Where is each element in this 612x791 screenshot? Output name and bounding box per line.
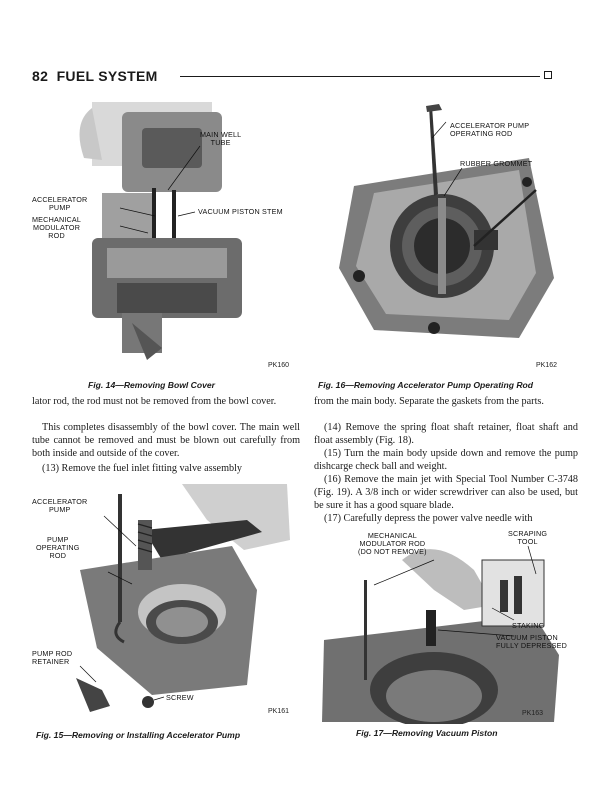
label-vacuum-piston: VACUUM PISTON FULLY DEPRESSED [496, 633, 568, 650]
figure-17: MECHANICAL MODULATOR ROD (DO NOT REMOVE)… [314, 530, 576, 724]
figure-code: PK161 [268, 708, 290, 715]
label-mechanical-modulator-rod: MECHANICAL MODULATOR ROD [32, 215, 82, 240]
page-number: 82 [32, 68, 49, 84]
figure-15-caption: Fig. 15—Removing or Installing Accelerat… [36, 730, 241, 740]
label-accelerator-pump: ACCELERATOR PUMP [32, 195, 88, 212]
page-header: 82 FUEL SYSTEM [32, 68, 552, 84]
label-screw: SCREW [166, 693, 194, 702]
paragraph: (17) Carefully depress the power valve n… [324, 513, 533, 524]
paragraph: (16) Remove the main jet with Special To… [314, 474, 578, 511]
label-accelerator-pump-operating-rod: ACCELERATOR PUMP OPERATING ROD [450, 121, 530, 138]
figure-code: PK160 [268, 362, 290, 369]
figure-16-caption: Fig. 16—Removing Accelerator Pump Operat… [318, 380, 534, 390]
paragraph: (13) Remove the fuel inlet fitting valve… [42, 463, 243, 474]
label-vacuum-piston-stem: VACUUM PISTON STEM [198, 207, 283, 216]
label-main-well-tube: MAIN WELL TUBE [200, 130, 242, 147]
paragraph: lator rod, the rod must not be removed f… [32, 396, 277, 407]
figure-17-caption: Fig. 17—Removing Vacuum Piston [356, 728, 498, 738]
header-box [544, 71, 552, 79]
label-pump-rod-retainer: PUMP ROD RETAINER [32, 649, 73, 666]
figure-code: PK162 [536, 362, 558, 369]
figure-14-caption: Fig. 14—Removing Bowl Cover [88, 380, 216, 390]
figure-15: ACCELERATOR PUMP PUMP OPERATING ROD PUMP… [32, 480, 294, 724]
figure-16: ACCELERATOR PUMP OPERATING ROD RUBBER GR… [314, 98, 576, 376]
paragraph: (14) Remove the spring float shaft retai… [314, 422, 578, 446]
label-accelerator-pump: ACCELERATOR PUMP [32, 497, 88, 514]
label-scraping-tool: SCRAPING TOOL [508, 529, 548, 546]
label-pump-operating-rod: PUMP OPERATING ROD [36, 535, 80, 560]
label-rubber-grommet: RUBBER GROMMET [460, 159, 533, 168]
section-title: FUEL SYSTEM [56, 68, 158, 84]
header-rule [180, 76, 540, 77]
paragraph: (15) Turn the main body upside down and … [314, 448, 578, 472]
figure-16-photo [339, 104, 554, 338]
figure-15-photo [76, 484, 290, 712]
figure-14-photo [79, 102, 242, 360]
label-mechanical-modulator-rod: MECHANICAL MODULATOR ROD (DO NOT REMOVE) [358, 531, 427, 556]
figure-code: PK163 [522, 710, 544, 717]
label-staking: STAKING [512, 621, 545, 630]
page-header-title: 82 FUEL SYSTEM [32, 68, 158, 84]
figure-17-photo [322, 545, 559, 724]
figure-14: MAIN WELL TUBE ACCELERATOR PUMP VACUUM P… [32, 98, 294, 376]
paragraph: This completes disassembly of the bowl c… [32, 422, 300, 459]
paragraph: from the main body. Separate the gaskets… [314, 396, 544, 407]
